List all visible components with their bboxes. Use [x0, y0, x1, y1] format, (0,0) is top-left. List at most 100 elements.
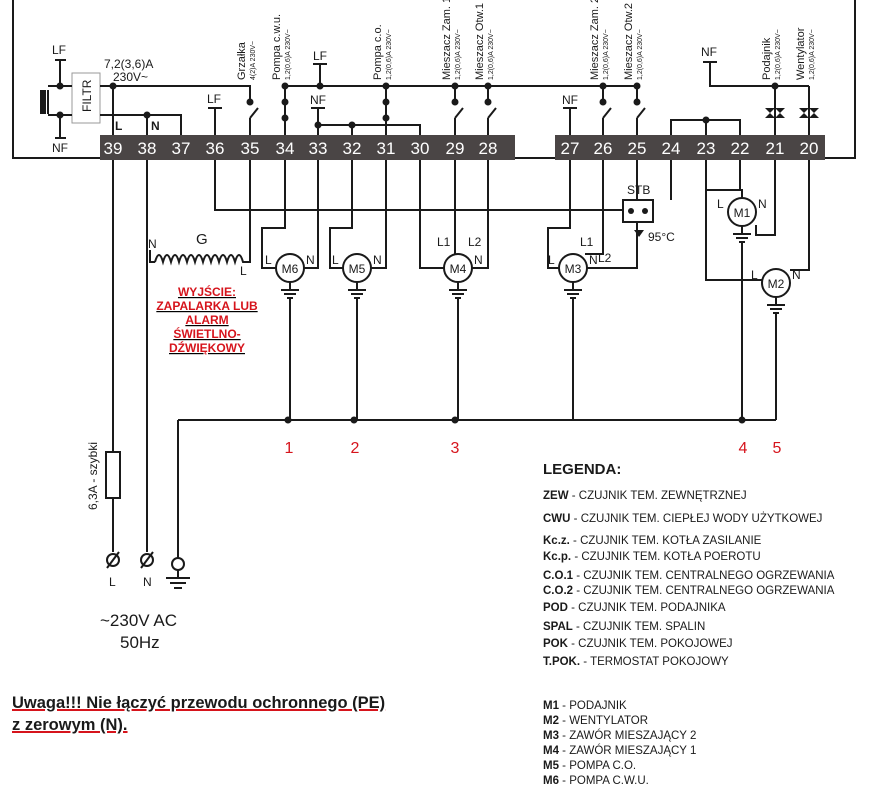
junction-dot — [451, 82, 459, 90]
output-name: Pompa c.w.u. — [271, 14, 283, 80]
terminal-number: 32 — [343, 139, 362, 158]
ground-icon — [733, 226, 751, 420]
terminal-number: 23 — [697, 139, 716, 158]
legend-item: M6 - POMPA C.W.U. — [543, 775, 649, 787]
lf-label-33: LF — [313, 49, 327, 63]
ground-icon — [564, 282, 582, 420]
legend-item: C.O.2 - CZUJNIK TEM. CENTRALNEGO OGRZEWA… — [543, 585, 834, 597]
legend-item: M3 - ZAWÓR MIESZAJĄCY 2 — [543, 730, 696, 742]
output-name: Mieszacz Otw.2 — [623, 3, 635, 80]
legend-code: Kc.z. — [543, 535, 570, 547]
controller-enclosure — [12, 0, 856, 159]
legend-code: M1 — [543, 700, 559, 712]
supply-terminals — [106, 551, 190, 589]
junction-dot — [771, 82, 779, 90]
legend-title: LEGENDA: — [543, 461, 622, 478]
legend-item: Kc.z. - CZUJNIK TEM. KOTŁA ZASILANIE — [543, 535, 761, 547]
junction-dot — [281, 82, 289, 90]
junction-dot — [484, 98, 492, 106]
heater-coil — [149, 250, 245, 266]
legend-item: CWU - CZUJNIK TEM. CIEPŁEJ WODY UŻYTKOWE… — [543, 513, 822, 525]
terminal-number: 29 — [446, 139, 465, 158]
legend-code: M6 — [543, 775, 559, 787]
output-name: Podajnik — [761, 37, 773, 80]
terminal-number: 30 — [411, 139, 430, 158]
legend-item: M5 - POMPA C.O. — [543, 760, 636, 772]
motor-n: N — [589, 253, 598, 267]
ground-icon — [281, 282, 299, 420]
terminal-number: 25 — [628, 139, 647, 158]
motor-l: L — [332, 253, 339, 267]
legend-desc: - PODAJNIK — [558, 700, 627, 712]
motor-label: M5 — [349, 262, 366, 276]
rating-current: 7,2(3,6)A — [104, 57, 153, 71]
temperature-arrow-icon — [634, 230, 644, 237]
terminal-number: 27 — [561, 139, 580, 158]
output-rating: 1,2(0,6)A 230V~ — [386, 29, 393, 80]
legend-code: T.POK. — [543, 656, 581, 668]
motor-l: L — [751, 268, 758, 282]
junction-dot — [56, 111, 64, 119]
legend-code: M4 — [543, 745, 559, 757]
m4-l2: L2 — [468, 235, 482, 249]
nf-label-27: NF — [562, 93, 578, 107]
junction-dot — [382, 82, 390, 90]
terminal-number: 31 — [377, 139, 396, 158]
legend-item: T.POK. - TERMOSTAT POKOJOWY — [543, 656, 729, 668]
motor-label: M2 — [768, 277, 785, 291]
legend-desc: - CZUJNIK TEM. PODAJNIKA — [567, 602, 726, 614]
terminal-number: 21 — [766, 139, 785, 158]
rating-voltage: 230V~ — [113, 70, 148, 84]
junction-dot — [382, 114, 390, 122]
output-name: Mieszacz Otw.1 — [474, 3, 486, 80]
legend-code: C.O.2 — [543, 585, 574, 597]
terminal-number: 38 — [138, 139, 157, 158]
stb-label: STB — [627, 183, 650, 197]
legend-code: ZEW — [543, 490, 569, 502]
terminal-strip-right — [555, 135, 825, 160]
output-rating: 1,2(0,6)A 230V~ — [809, 29, 816, 80]
legend-code: M5 — [543, 760, 559, 772]
m4-l1: L1 — [437, 235, 451, 249]
junction-dot — [109, 82, 117, 90]
output-rating: 1,2(0,6)A 230V~ — [637, 29, 644, 80]
legend-code: SPAL — [543, 621, 573, 633]
legend-desc: - CZUJNIK TEM. SPALIN — [572, 621, 706, 633]
legend-item: ZEW - CZUJNIK TEM. ZEWNĘTRZNEJ — [543, 490, 747, 502]
output-name: Grzałka — [236, 41, 248, 80]
lf-label: LF — [52, 43, 66, 57]
warning-line-2: z zerowym (N). — [12, 716, 128, 734]
supply-frequency: 50Hz — [120, 633, 160, 652]
terminal-number: 33 — [309, 139, 328, 158]
terminal-number: 24 — [662, 139, 681, 158]
motor-m4: M4N — [443, 253, 483, 420]
junction-dot — [633, 98, 641, 106]
heater-label: G — [196, 231, 208, 248]
motor-n: N — [792, 268, 801, 282]
legend-item: M1 - PODAJNIK — [543, 700, 627, 712]
legend-item: Kc.p. - CZUJNIK TEM. KOTŁA POEROTU — [543, 551, 761, 563]
output-rating: 1,2(0,6)A 230V~ — [285, 29, 292, 80]
nf-label-triac: NF — [701, 45, 717, 59]
heater-n: N — [148, 237, 157, 251]
junction-dot — [451, 98, 459, 106]
legend-desc: - POMPA C.W.U. — [558, 775, 649, 787]
terminal-number: 20 — [800, 139, 819, 158]
legend-item: C.O.1 - CZUJNIK TEM. CENTRALNEGO OGRZEWA… — [543, 570, 834, 582]
legend-desc: - ZAWÓR MIESZAJĄCY 1 — [558, 745, 697, 757]
legend-code: POD — [543, 602, 568, 614]
output-name: Mieszacz Zam. 2 — [589, 0, 601, 80]
m3-l1: L1 — [580, 235, 594, 249]
junction-dot — [281, 98, 289, 106]
warning-line-1: Uwaga!!! Nie łączyć przewodu ochronnego … — [12, 694, 386, 712]
terminal-number: 28 — [479, 139, 498, 158]
motor-n: N — [758, 197, 767, 211]
output-rating: 1,2(0,6)A 230V~ — [455, 29, 462, 80]
pe-bus — [177, 419, 776, 558]
junction-dot — [246, 98, 254, 106]
legend-item: POD - CZUJNIK TEM. PODAJNIKA — [543, 602, 726, 614]
terminal-number: 37 — [172, 139, 191, 158]
legend-desc: - ZAWÓR MIESZAJĄCY 2 — [558, 730, 697, 742]
